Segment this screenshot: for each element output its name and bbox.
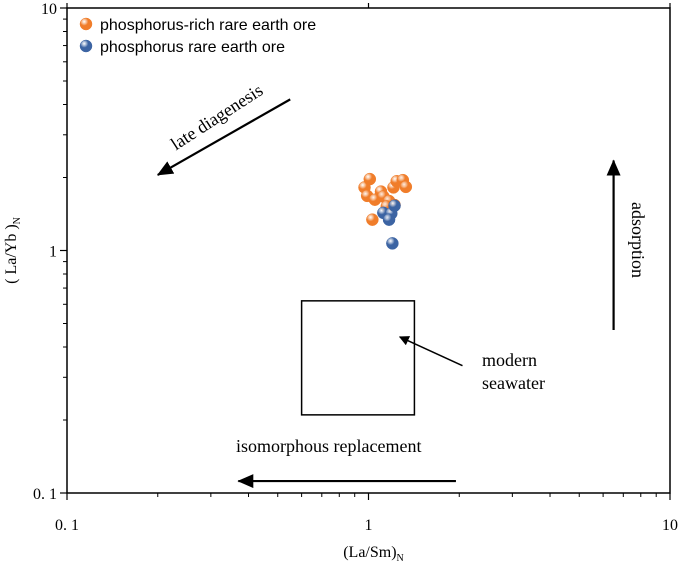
phosphorus-point: [388, 199, 401, 212]
adsorption-label: adsorption: [628, 202, 648, 278]
y-tick-label: 10: [41, 1, 57, 18]
x-tick-label: 10: [662, 517, 678, 534]
y-tick-label: 1: [49, 244, 57, 261]
y-axis-label: ( La/Yb )N: [3, 217, 23, 284]
legend-marker: [79, 17, 93, 31]
y-axis-label-main: ( La/Yb ): [3, 224, 20, 284]
modern-seawater-box: [300, 300, 416, 416]
legend-label: phosphorus rare earth ore: [100, 39, 285, 56]
phosphorus-rich-point: [366, 213, 379, 226]
late-diagenesis-label: late diagenesis: [167, 80, 266, 154]
x-axis-label-subscript: N: [397, 553, 404, 564]
legend-marker: [79, 39, 93, 53]
x-tick-label: 1: [365, 517, 373, 534]
phosphorus-rich-point: [363, 172, 377, 186]
late-diagenesis-arrow: [156, 98, 291, 176]
plot-frame: [66, 7, 671, 494]
legend-label: phosphorus-rich rare earth ore: [100, 17, 316, 34]
modern-seawater-label: modern: [482, 350, 537, 370]
modern-seawater-label: seawater: [482, 373, 545, 393]
y-axis-label-subscript: N: [12, 217, 23, 224]
phosphorus-point: [382, 213, 396, 226]
y-tick-label: 0. 1: [33, 486, 57, 503]
isomorphous-replacement-label: isomorphous replacement: [236, 436, 421, 456]
x-tick-label: 0. 1: [55, 517, 79, 534]
x-axis-label-main: (La/Sm): [343, 544, 396, 561]
x-axis-label: (La/Sm)N: [343, 544, 404, 564]
phosphorus-point: [386, 237, 399, 250]
phosphorus-rich-point: [399, 180, 413, 194]
modern-seawater-pointer: [398, 336, 463, 367]
